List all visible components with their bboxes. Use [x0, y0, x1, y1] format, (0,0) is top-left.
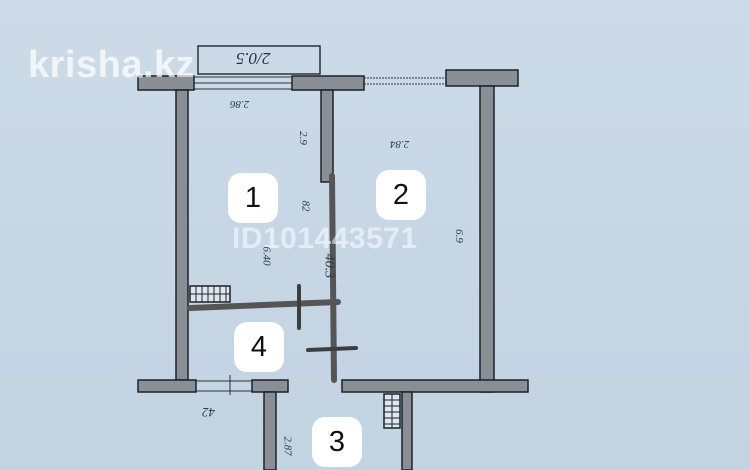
door-bottom	[196, 375, 252, 395]
dim-bottom-left: 42	[202, 405, 215, 420]
room-number-2: 2	[376, 170, 426, 220]
drawn-partition-lines	[187, 173, 341, 383]
dim-room1-height: 6.40	[260, 246, 273, 266]
brand-watermark: krisha.kz	[28, 44, 196, 86]
wall-bottom-right	[341, 379, 529, 393]
dim-room1-side: 2.9	[296, 131, 309, 145]
wall-partition	[320, 89, 334, 183]
dim-room2-width: 2.84	[390, 138, 410, 150]
wall-lower-right	[401, 391, 413, 470]
vent-shaft-room4	[189, 285, 231, 303]
room-number-1: 1	[228, 173, 278, 223]
vent-shaft-room3	[383, 393, 401, 429]
window-top-right	[364, 77, 446, 85]
balcony-outline	[197, 45, 321, 75]
dim-room1-area: 82	[299, 200, 312, 212]
wall-bottom-left	[137, 379, 197, 393]
wall-left	[175, 89, 189, 381]
wall-lower-left	[263, 391, 277, 470]
wall-right	[479, 85, 495, 393]
wall-bottom-middle	[251, 379, 289, 393]
room-number-3: 3	[312, 417, 362, 467]
room-number-4: 4	[234, 322, 284, 372]
dim-room3: 2.87	[281, 436, 294, 456]
window-top-left	[194, 76, 292, 90]
dim-room2-height: 6.9	[452, 229, 465, 243]
wall-top-right	[445, 69, 519, 87]
wall-top-middle	[291, 75, 365, 91]
listing-id-watermark: ID101443571	[232, 222, 418, 255]
drawn-door-marks	[297, 284, 358, 352]
dim-total-area: 40.3	[321, 253, 337, 279]
dim-room1-width: 2.86	[230, 98, 250, 110]
balcony-label: 2/0.5	[236, 49, 271, 68]
